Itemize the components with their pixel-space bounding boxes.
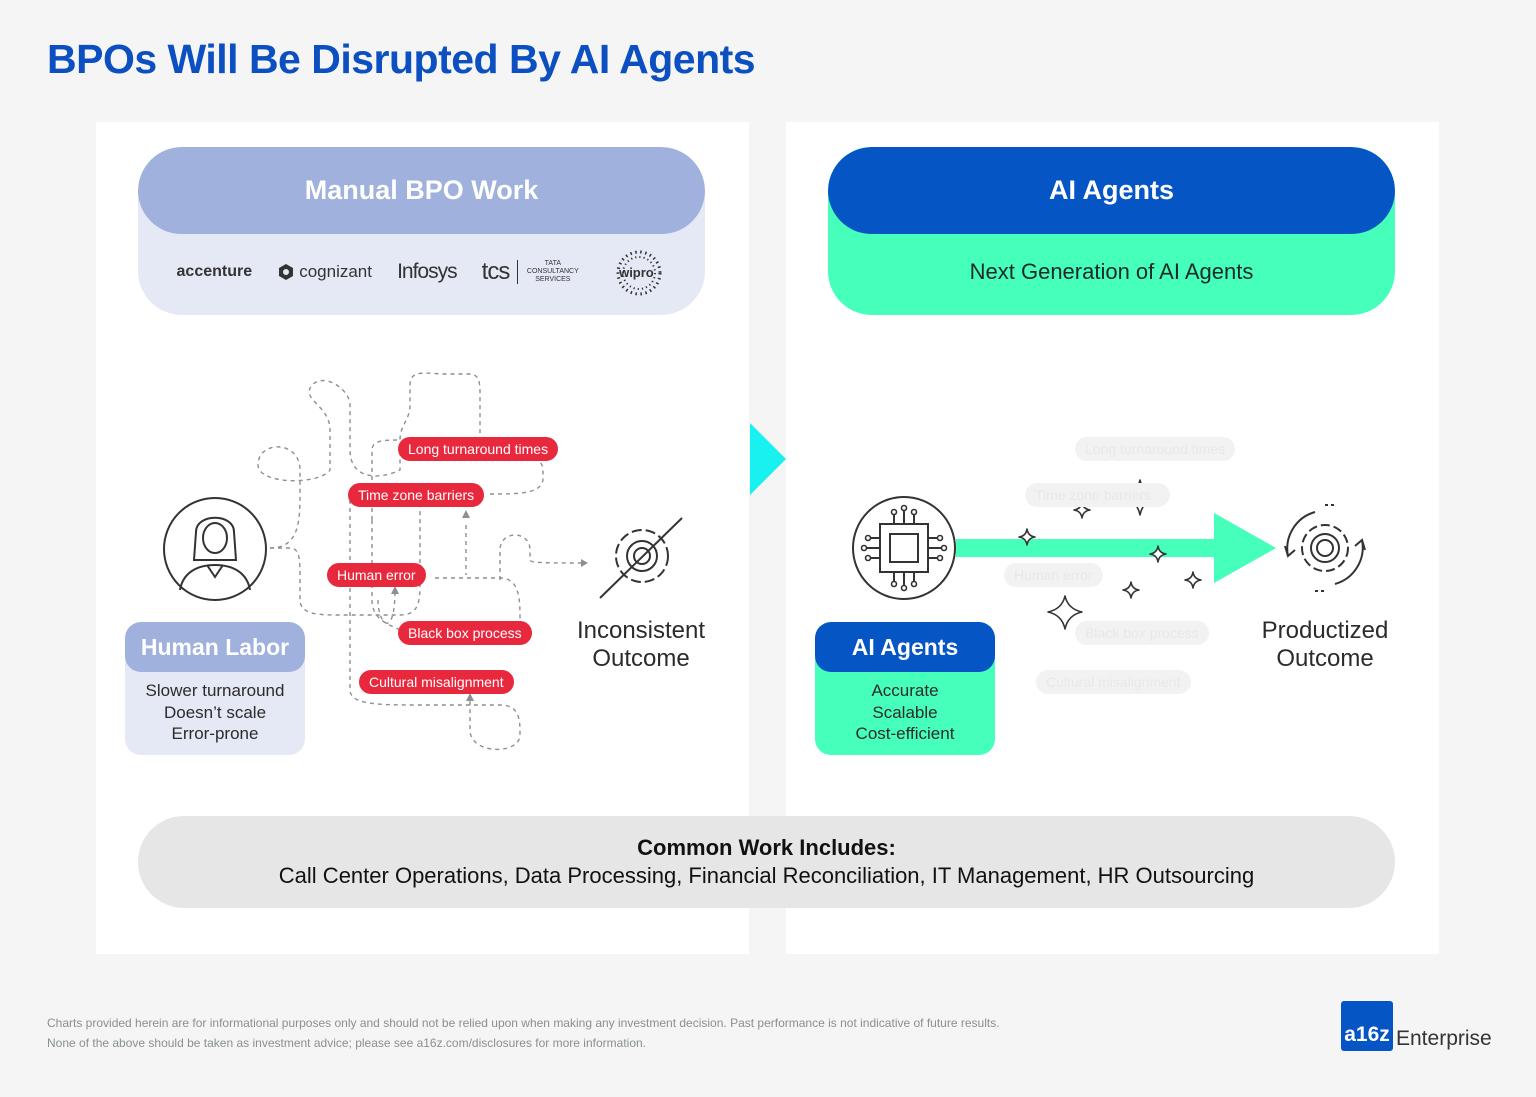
outcome-line: Inconsistent bbox=[576, 617, 706, 644]
ghost-pill-cultural-misalignment: Cultural misalignment bbox=[1036, 670, 1191, 694]
ghost-pill-black-box: Black box process bbox=[1075, 621, 1209, 645]
page-title: BPOs Will Be Disrupted By AI Agents bbox=[47, 36, 756, 82]
common-work-items: Call Center Operations, Data Processing,… bbox=[278, 863, 1255, 888]
trait-line: Slower turnaround bbox=[145, 681, 285, 700]
accenture-logo: accenture bbox=[176, 263, 253, 280]
ai-agents-title: AI Agents bbox=[828, 147, 1395, 234]
trait-line: Scalable bbox=[872, 702, 938, 722]
pill-cultural-misalignment: Cultural misalignment bbox=[359, 670, 514, 694]
ai-agents-card: AI Agents Accurate Scalable Cost-efficie… bbox=[815, 622, 995, 755]
infosys-logo: Infosys bbox=[397, 260, 458, 283]
pill-time-zone: Time zone barriers bbox=[348, 483, 485, 507]
productized-outcome-label: Productized Outcome bbox=[1244, 617, 1406, 673]
manual-bpo-title: Manual BPO Work bbox=[138, 147, 705, 234]
productized-gear-icon bbox=[1284, 504, 1366, 592]
outcome-line: Outcome bbox=[1276, 645, 1374, 672]
flow-arrow-icon bbox=[956, 513, 1276, 583]
cognizant-logo: cognizant bbox=[277, 262, 372, 282]
wipro-ring-icon bbox=[616, 250, 662, 296]
human-labor-avatar-icon bbox=[163, 497, 267, 601]
common-work-banner: Common Work Includes: Call Center Operat… bbox=[138, 816, 1395, 908]
outcome-line: Outcome bbox=[592, 645, 690, 672]
a16z-enterprise-logo: a16z Enterprise bbox=[1341, 1001, 1492, 1051]
a16z-mark: a16z bbox=[1341, 1001, 1393, 1051]
pill-long-turnaround: Long turnaround times bbox=[398, 437, 559, 461]
trait-line: Doesn’t scale bbox=[163, 702, 267, 722]
trait-line: Error-prone bbox=[171, 724, 259, 743]
tangled-paths bbox=[257, 372, 586, 751]
ghost-pill-time-zone: Time zone barriers bbox=[1025, 483, 1170, 507]
broken-gear-icon bbox=[599, 517, 683, 599]
brand-name: Enterprise bbox=[1396, 1027, 1492, 1050]
ghost-pill-human-error: Human error bbox=[1004, 563, 1103, 587]
human-labor-title: Human Labor bbox=[125, 622, 305, 672]
bpo-logos: accenture cognizant Infosys tcs TATA CON… bbox=[138, 247, 705, 297]
tcs-logo-subtext: TATA CONSULTANCY SERVICES bbox=[517, 260, 581, 284]
pill-black-box: Black box process bbox=[398, 621, 532, 645]
wipro-logo: wipro bbox=[606, 247, 666, 297]
disclaimer: Charts provided herein are for informati… bbox=[47, 1013, 1000, 1053]
cognizant-logo-text: cognizant bbox=[299, 262, 372, 281]
path-arrowheads bbox=[391, 510, 588, 701]
trait-line: Cost-efficient bbox=[855, 724, 955, 743]
trait-line: Accurate bbox=[871, 681, 939, 700]
cognizant-mark-icon bbox=[279, 264, 294, 280]
ai-agents-card-title: AI Agents bbox=[815, 622, 995, 672]
ai-agents-header: AI Agents Next Generation of AI Agents bbox=[828, 147, 1395, 315]
outcome-line: Productized bbox=[1261, 617, 1389, 644]
inconsistent-outcome-label: Inconsistent Outcome bbox=[560, 617, 722, 673]
ai-agents-subtitle: Next Generation of AI Agents bbox=[969, 259, 1254, 284]
tcs-logo: tcs TATA CONSULTANCY SERVICES bbox=[482, 258, 582, 286]
disclaimer-line: Charts provided herein are for informati… bbox=[47, 1016, 1000, 1030]
human-labor-traits: Slower turnaround Doesn’t scale Error-pr… bbox=[125, 672, 305, 745]
ai-agents-traits: Accurate Scalable Cost-efficient bbox=[815, 672, 995, 745]
manual-bpo-header: Manual BPO Work accenture cognizant Info… bbox=[138, 147, 705, 315]
ghost-pill-long-turnaround: Long turnaround times bbox=[1075, 437, 1236, 461]
disclaimer-line: None of the above should be taken as inv… bbox=[47, 1036, 646, 1050]
transition-arrow-icon bbox=[750, 423, 786, 495]
ai-chip-icon bbox=[852, 496, 956, 600]
wipro-logo-text: wipro bbox=[619, 264, 654, 280]
tcs-logo-text: tcs bbox=[481, 258, 511, 285]
human-labor-card: Human Labor Slower turnaround Doesn’t sc… bbox=[125, 622, 305, 755]
common-work-title: Common Work Includes: bbox=[637, 835, 896, 860]
pill-human-error: Human error bbox=[327, 563, 426, 587]
